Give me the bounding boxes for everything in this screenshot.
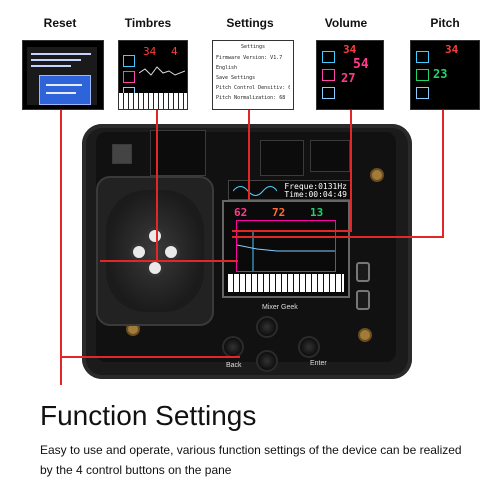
volume-num-2: 54 (353, 57, 369, 72)
back-label: Back (226, 362, 242, 369)
settings-row: English (216, 65, 238, 71)
label-pitch: Pitch (430, 16, 460, 30)
pointer-line-volume (350, 110, 352, 230)
screen-num-2: 72 (272, 206, 286, 219)
reset-thumbnail (22, 40, 104, 110)
pointer-line-pitch (442, 110, 444, 236)
note-icon (123, 71, 135, 83)
enter-knob[interactable] (298, 336, 320, 358)
screen-num-1: 62 (234, 206, 248, 219)
pitch-icon (416, 69, 429, 81)
frequency-text: Freque:0131Hz (284, 182, 347, 191)
pointer-line-timbres-h (100, 260, 238, 262)
pitch-num-2: 23 (433, 67, 448, 81)
timbres-num-2: 4 (171, 45, 178, 58)
capacitor (356, 262, 370, 282)
pointer-line-settings (248, 110, 250, 200)
inductor (112, 144, 132, 164)
back-knob[interactable] (222, 336, 244, 358)
up-button[interactable] (146, 227, 164, 245)
jack (370, 168, 384, 182)
reset-screen (27, 47, 97, 105)
timbre-curve (139, 66, 185, 76)
description: Easy to use and operate, various functio… (40, 443, 462, 477)
time-text: Time:00:04:49 (284, 190, 347, 199)
timbre-icon (416, 51, 429, 63)
settings-row: Save Settings (216, 75, 256, 81)
piano-keys (119, 93, 187, 109)
settings-row: Firmware Version: V1.7 (216, 55, 283, 61)
settings-row: Pitch Control Densitiv: 04 (216, 85, 290, 91)
timbre-icon (123, 55, 135, 67)
speaker (96, 176, 214, 326)
sine-wave (233, 186, 277, 196)
label-volume: Volume (324, 16, 368, 30)
settings-row: Settings (240, 44, 266, 50)
knob[interactable] (256, 316, 278, 338)
timbres-thumbnail: 34 4 (118, 40, 188, 110)
label-timbres: Timbres (124, 16, 172, 30)
knob[interactable] (256, 350, 278, 372)
main-screen: 62 72 13 (222, 200, 350, 298)
enter-label: Enter (310, 360, 327, 367)
pointer-line-reset (60, 110, 62, 385)
volume-thumbnail: 34 54 27 (316, 40, 384, 110)
pointer-line-pitch-h (232, 236, 444, 238)
screen-num-3: 13 (310, 206, 324, 219)
frequency-display: Freque:0131Hz Time:00:04:49 (228, 180, 352, 200)
wave-icon (416, 87, 429, 99)
label-settings: Settings (226, 16, 274, 30)
timbre-icon (322, 51, 335, 63)
pitch-thumbnail: 34 23 (410, 40, 480, 110)
right-button[interactable] (162, 243, 180, 261)
volume-icon (322, 69, 335, 81)
chip (150, 130, 206, 176)
piano-keys (228, 274, 344, 292)
settings-thumbnail: Settings Firmware Version: V1.7 English … (212, 40, 294, 110)
speaker-cone (106, 190, 204, 312)
page-title: Function Settings (40, 400, 257, 431)
waveform (236, 231, 335, 271)
label-reset: Reset (43, 16, 77, 30)
timbres-num-1: 34 (143, 45, 157, 58)
chip (260, 140, 304, 176)
pointer-line-reset-h (60, 356, 240, 358)
knob-label: Mixer Geek (262, 304, 298, 311)
jack (358, 328, 372, 342)
settings-row: Pitch Normalization: 68 (216, 95, 286, 101)
pointer-line-volume-h (232, 230, 352, 232)
pointer-line-timbres (156, 110, 158, 260)
left-button[interactable] (130, 243, 148, 261)
volume-num-3: 27 (341, 71, 356, 85)
volume-num-1: 34 (343, 43, 357, 56)
chip (310, 140, 350, 172)
pitch-num-1: 34 (445, 43, 459, 56)
wave-icon (322, 87, 335, 99)
capacitor (356, 290, 370, 310)
reset-dialog (39, 75, 91, 105)
waveform-area (236, 220, 336, 272)
